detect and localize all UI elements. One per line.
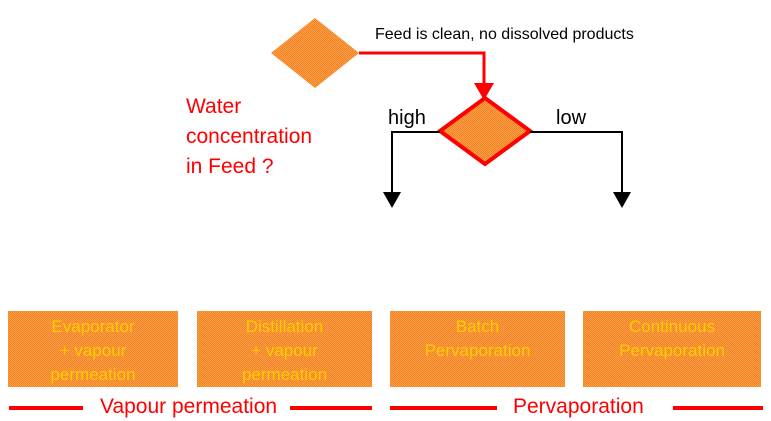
low-branch-arrow-icon	[530, 131, 631, 208]
underline-segment-2	[290, 406, 372, 410]
question-line-3: in Feed ?	[186, 155, 274, 178]
box-line: + vapour	[251, 341, 318, 360]
process-box-evaporator-vapour-permeation: Evaporator + vapour permeation	[8, 311, 178, 387]
box-line: permeation	[241, 365, 328, 384]
box-line: Distillation	[245, 317, 324, 336]
category-label-vapour-permeation: Vapour permeation	[100, 395, 278, 418]
question-line-2: concentration	[186, 125, 313, 148]
water-concentration-diamond-icon	[436, 95, 534, 167]
box-line: Pervaporation	[424, 341, 531, 360]
box-line: permeation	[50, 365, 136, 384]
underline-segment-3	[390, 406, 497, 410]
high-branch-arrow-icon	[383, 131, 440, 208]
process-box-distillation-vapour-permeation: Distillation + vapour permeation	[197, 311, 372, 387]
branch-label-low: low	[556, 107, 587, 129]
box-line: Continuous	[628, 317, 715, 336]
category-label-pervaporation: Pervaporation	[513, 395, 644, 418]
feed-clean-diamond-icon	[271, 18, 359, 88]
box-line: Evaporator	[51, 317, 135, 336]
box-line: Pervaporation	[619, 341, 725, 360]
box-line: + vapour	[59, 341, 127, 360]
underline-segment-4	[673, 406, 763, 410]
process-box-batch-pervaporation: Batch Pervaporation	[390, 311, 565, 387]
question-line-1: Water	[186, 95, 242, 118]
question-label: Water concentration in Feed ?	[186, 92, 312, 182]
red-connector-arrow-icon	[359, 51, 494, 100]
box-line: Batch	[455, 317, 500, 336]
process-box-continuous-pervaporation: Continuous Pervaporation	[583, 311, 761, 387]
feed-note-label: Feed is clean, no dissolved products	[375, 26, 634, 43]
branch-label-high: high	[388, 107, 426, 129]
underline-segment-1	[9, 406, 83, 410]
